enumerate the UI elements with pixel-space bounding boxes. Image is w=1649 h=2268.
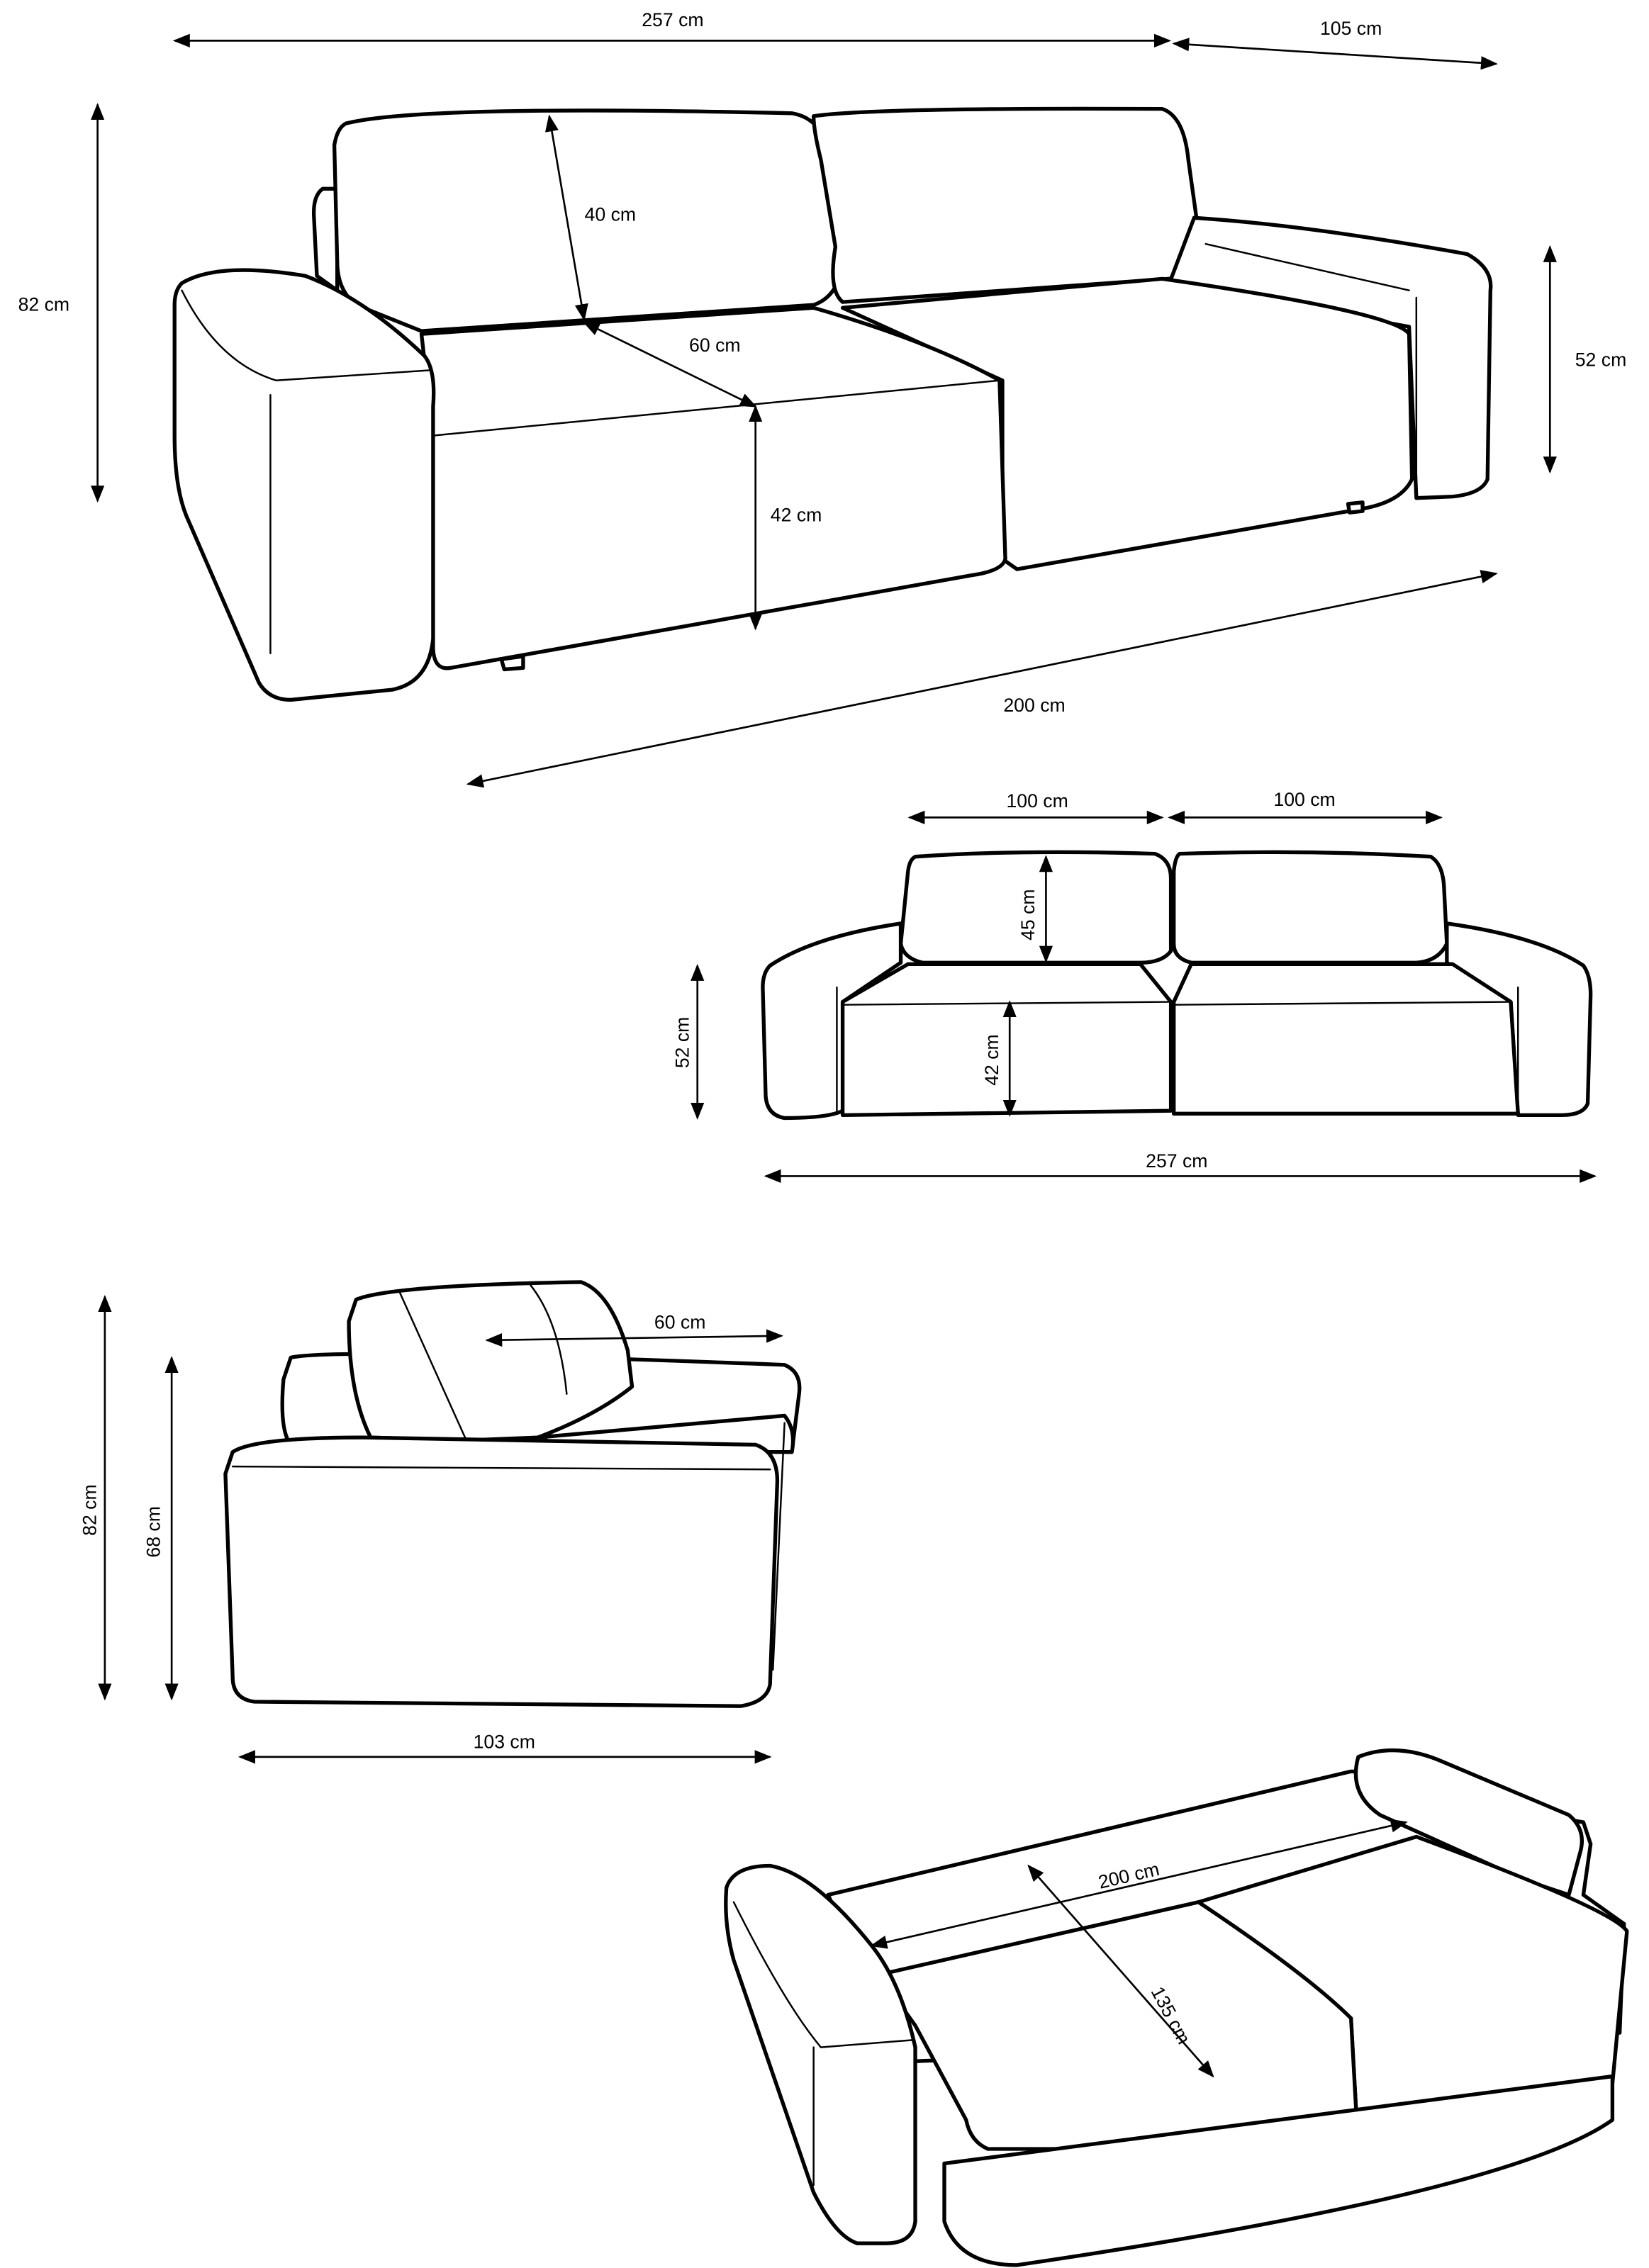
dim-armrest-height: 52 cm — [671, 1017, 693, 1069]
left-arm — [761, 921, 903, 1121]
front-arm — [223, 1435, 780, 1708]
seat-left — [840, 962, 1173, 1118]
dim-total-width: 257 cm — [1146, 1150, 1207, 1172]
left-arm — [724, 1863, 917, 2245]
seat-left — [419, 305, 1007, 670]
dim-seat-depth: 60 cm — [654, 1312, 706, 1333]
back-cushion — [347, 1280, 635, 1442]
dim-back-height: 68 cm — [143, 1506, 164, 1558]
backrest-right — [1172, 850, 1449, 965]
dim-seat-width: 200 cm — [1003, 695, 1065, 716]
seat-right — [1172, 962, 1520, 1116]
dimension-arrow — [1172, 38, 1498, 70]
dim-armrest-height: 52 cm — [1575, 349, 1627, 370]
left-armrest — [172, 268, 436, 702]
backrest-right-cushion — [811, 106, 1201, 304]
bed-view: 200 cm 135 cm — [724, 1748, 1629, 2267]
backrest-left — [898, 850, 1173, 965]
dim-seat-height: 42 cm — [981, 1034, 1002, 1086]
foot — [1346, 500, 1365, 515]
dimension-arrow — [1027, 1864, 1214, 2078]
side-view: 60 cm 82 cm 68 cm 103 cm — [79, 1280, 802, 1764]
dim-backrest-height: 40 cm — [585, 203, 637, 225]
dimension-arrow — [466, 570, 1498, 788]
right-armrest — [1167, 215, 1493, 500]
dim-seat-height: 42 cm — [771, 504, 822, 525]
dim-cushion-width-right: 100 cm — [1273, 789, 1335, 810]
dim-backrest-height: 45 cm — [1017, 889, 1039, 941]
footrest — [942, 2074, 1615, 2267]
left-back-armrest — [311, 186, 340, 293]
perspective-view: 257 cm 105 cm 82 cm 40 cm 60 cm 42 cm 52… — [18, 9, 1627, 788]
seat-right — [840, 276, 1414, 571]
dimension-arrow — [485, 1329, 783, 1347]
right-arm — [1353, 1748, 1584, 1897]
dimension-arrow — [582, 321, 757, 408]
dim-total-height: 82 cm — [18, 293, 70, 315]
dim-total-width: 257 cm — [642, 9, 703, 30]
dimension-arrow — [544, 114, 588, 322]
dim-total-height: 82 cm — [79, 1484, 101, 1536]
dim-seat-depth: 60 cm — [689, 335, 741, 356]
dim-depth: 105 cm — [1320, 18, 1382, 39]
foot — [499, 654, 525, 672]
dim-cushion-width-left: 100 cm — [1006, 790, 1068, 812]
front-view: 100 cm 100 cm 45 cm 52 cm 42 cm 257 cm — [671, 789, 1597, 1183]
dim-total-depth: 103 cm — [474, 1731, 535, 1753]
